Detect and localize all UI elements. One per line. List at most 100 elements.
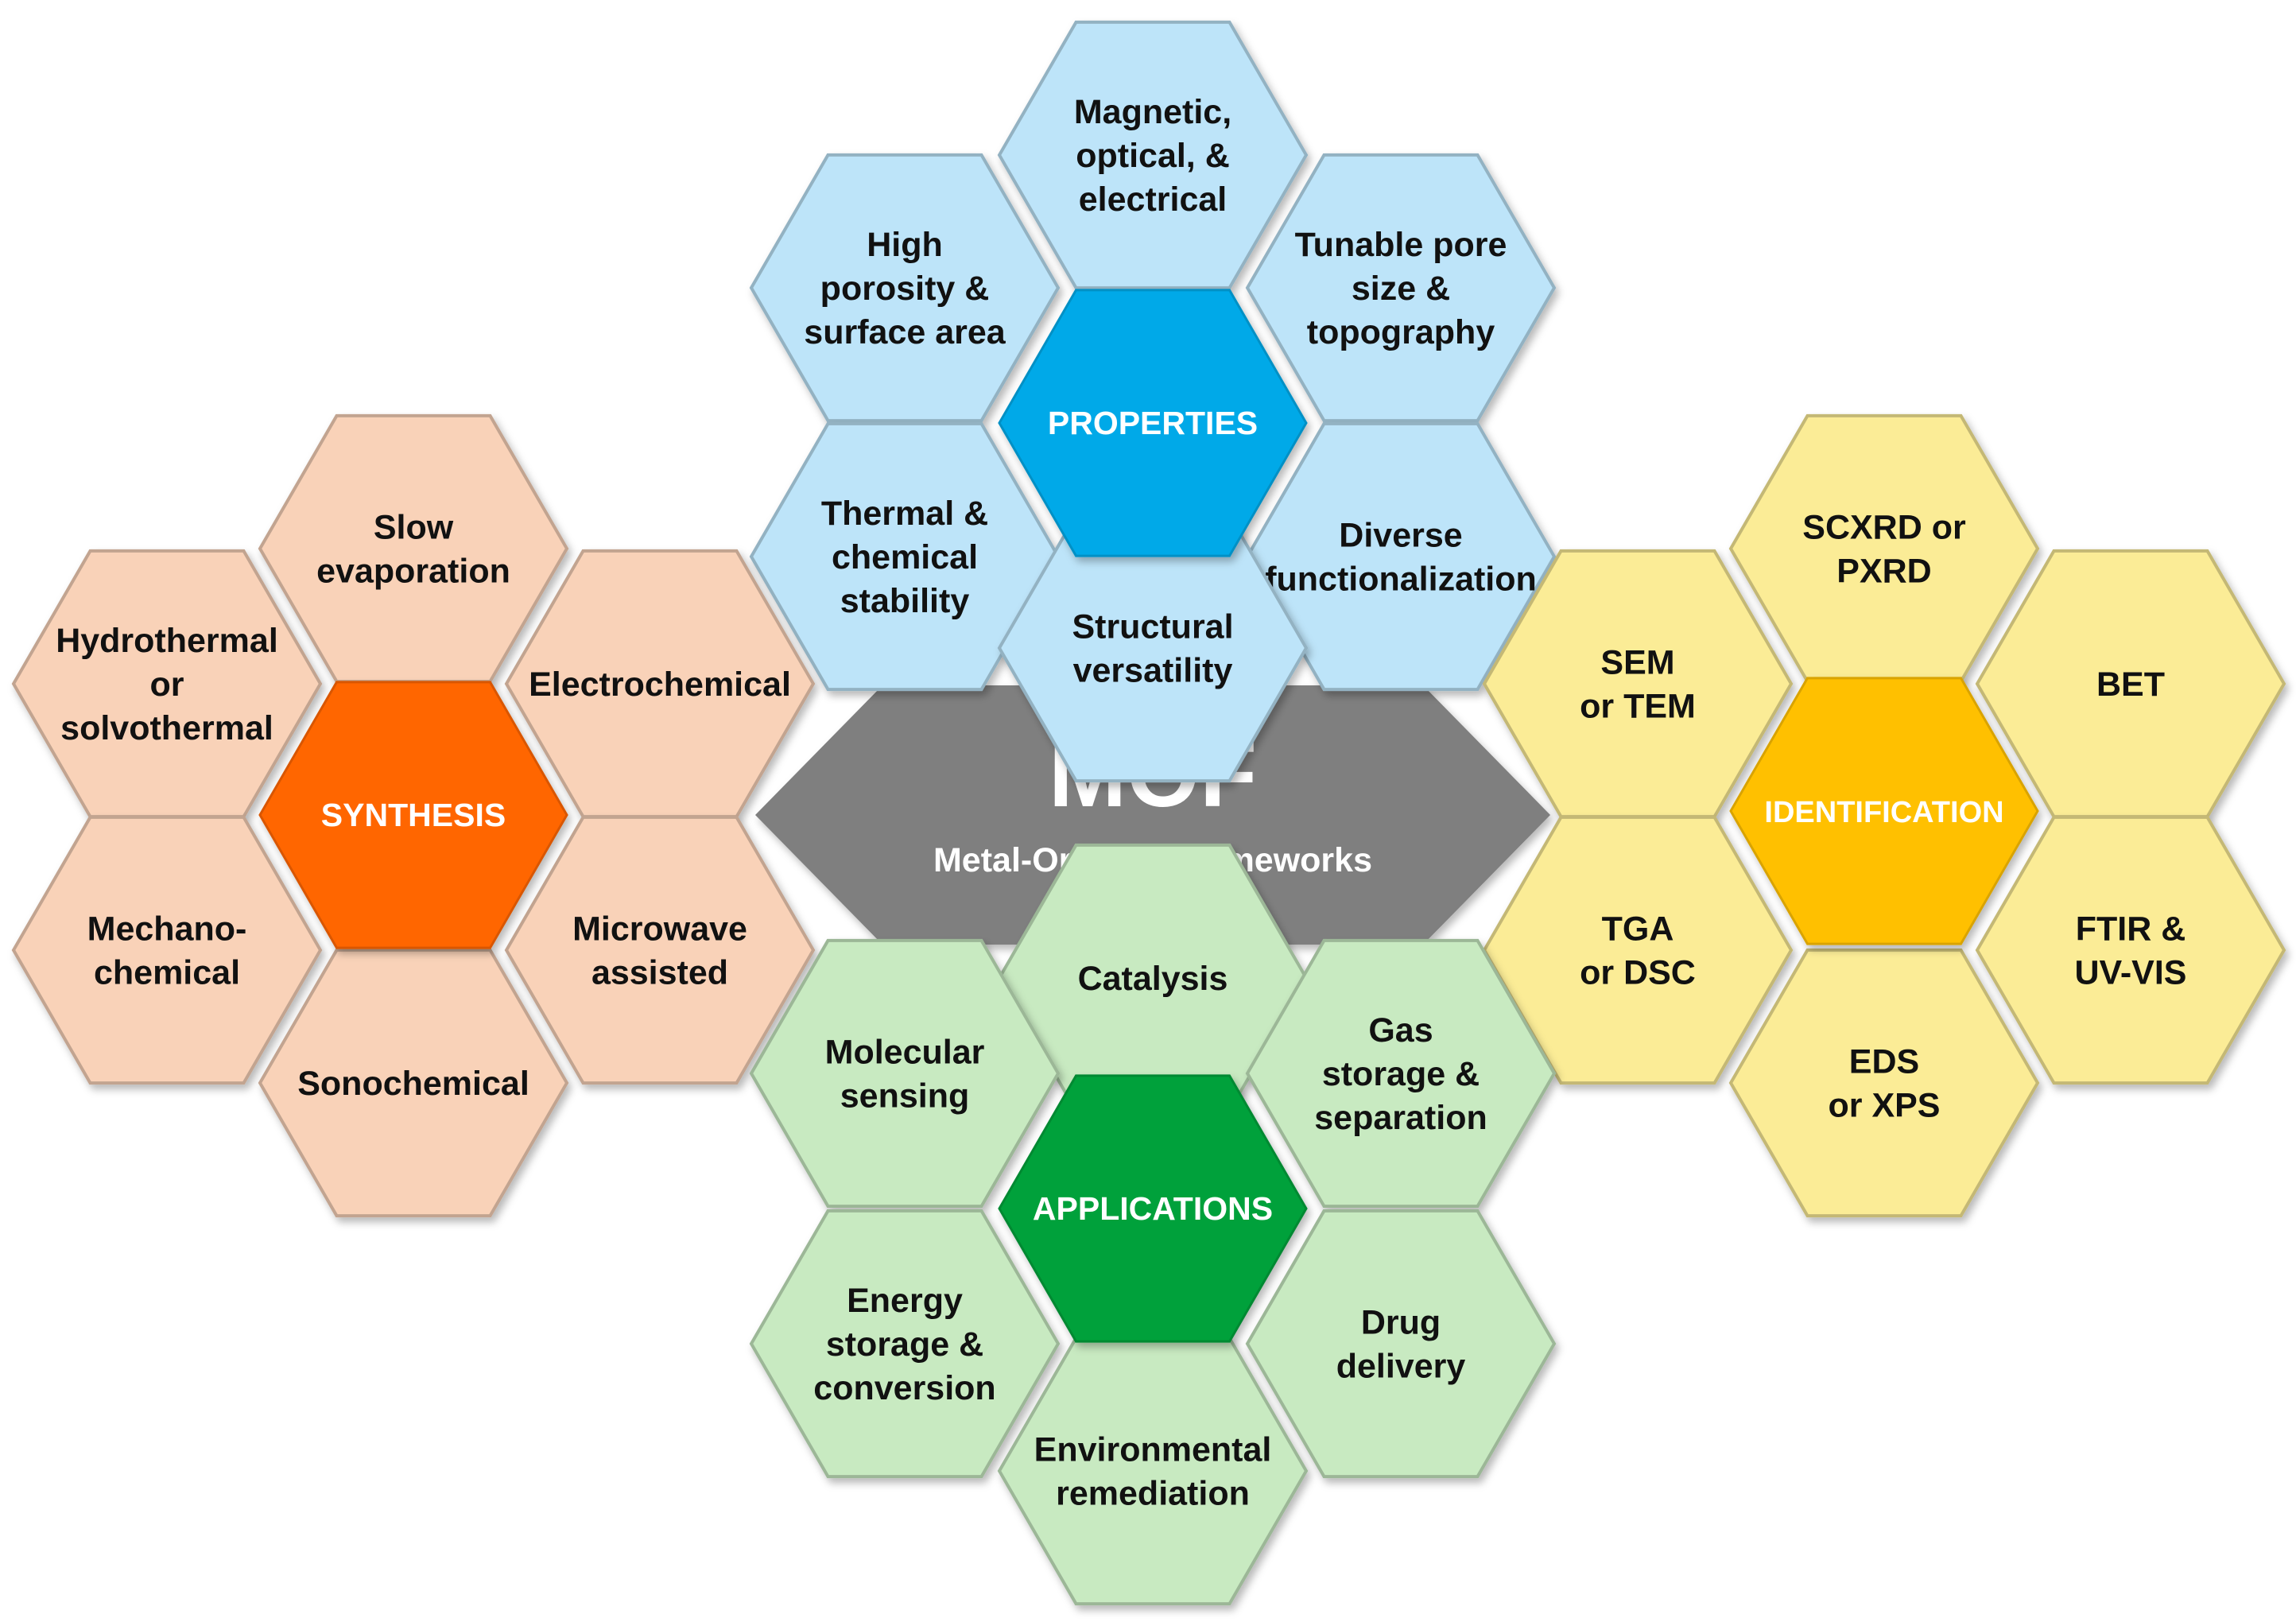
synthesis-cell-hexagon — [504, 815, 816, 1085]
synthesis-cell-hexagon — [11, 815, 323, 1085]
identification-cell-label-line: BET — [2096, 665, 2165, 704]
properties-cell-label-line: functionalization — [1265, 561, 1537, 599]
identification-cell-label-line: SEM — [1600, 644, 1674, 682]
synthesis-cell-label: Electrochemical — [529, 665, 791, 704]
properties-hub-hexagon — [998, 289, 1308, 557]
synthesis-cell-label-line: evaporation — [316, 553, 510, 591]
identification-cell-label: TGA or DSC — [1580, 910, 1696, 992]
properties-cell: Tunable pore size & topography — [1245, 153, 1557, 423]
properties-cell-hexagon — [997, 20, 1309, 290]
synthesis-cell: Sonochemical — [258, 948, 569, 1218]
applications-cell: Energy storage & conversion — [749, 1209, 1061, 1479]
synthesis-cell-label: Microwave assisted — [572, 910, 747, 992]
identification-cell-label-line: TGA — [1602, 910, 1674, 949]
properties-cell-label-line: High — [867, 226, 943, 264]
applications-cell-label-line: delivery — [1336, 1348, 1466, 1386]
identification-cell-hexagon — [1728, 413, 2040, 684]
applications-cell: Drug delivery — [1245, 1209, 1557, 1479]
synthesis-cell: Mechano-chemical — [11, 815, 323, 1085]
applications-cell-hexagon — [749, 938, 1061, 1209]
applications-cell-label-line: Energy — [847, 1282, 963, 1320]
properties-cell-label-line: Structural — [1072, 608, 1233, 646]
applications-cell-label-line: storage & — [826, 1325, 983, 1364]
synthesis-cell: Slow evaporation — [258, 413, 569, 684]
properties-cell-hexagon — [749, 153, 1061, 423]
synthesis-cell-label-line: chemical — [94, 954, 240, 992]
properties-cell-label-line: chemical — [832, 538, 978, 576]
applications-cell-label-line: Catalysis — [1078, 960, 1228, 998]
synthesis-cell: Electrochemical — [504, 549, 816, 819]
synthesis-cell-label-line: Electrochemical — [529, 665, 791, 704]
identification-cell: BET — [1975, 549, 2286, 819]
synthesis-cell-label-line: Slow — [374, 509, 454, 547]
applications-cell-label: Drug delivery — [1336, 1304, 1466, 1386]
properties-cell-label-line: surface area — [804, 313, 1006, 351]
applications-hub: APPLICATIONS — [998, 1074, 1308, 1343]
properties-cell-label: Thermal & chemical stability — [821, 495, 988, 620]
synthesis-cell-label: Mechano-chemical — [87, 910, 247, 992]
identification-cell-label-line: or XPS — [1829, 1087, 1941, 1125]
properties-cell-label: High porosity & surface area — [804, 226, 1006, 351]
properties-cell-label-line: Thermal & — [821, 495, 988, 533]
synthesis-cell-label-line: assisted — [591, 954, 728, 992]
synthesis-cell-label-line: Sonochemical — [297, 1065, 529, 1103]
applications-cell-label: Catalysis — [1078, 960, 1228, 998]
properties-cell-label: Tunable pore size & topography — [1295, 226, 1507, 351]
properties-hub: PROPERTIES — [998, 289, 1308, 557]
identification-cell-hexagon — [1728, 948, 2040, 1218]
synthesis-cell: Microwave assisted — [504, 815, 816, 1085]
synthesis-cell-hexagon — [258, 948, 569, 1218]
applications-cell-hexagon — [1245, 938, 1557, 1209]
properties-cell-label-line: porosity & — [820, 270, 990, 308]
applications-cell-label-line: Drug — [1361, 1304, 1441, 1342]
applications-cell: Catalysis — [997, 843, 1309, 1113]
applications-cell-label-line: separation — [1314, 1099, 1487, 1137]
synthesis-cell-hexagon — [258, 413, 569, 684]
properties-cell: Magnetic,optical, &electrical — [997, 20, 1309, 290]
synthesis-hub: SYNTHESIS — [258, 681, 568, 949]
identification-cell-label-line: or TEM — [1580, 688, 1696, 726]
identification-cell-label: FTIR & UV-VIS — [2075, 910, 2187, 992]
identification-cell-label-line: FTIR & — [2076, 910, 2186, 949]
applications-hub-hexagon — [998, 1074, 1308, 1343]
identification-cell-label: BET — [2096, 665, 2165, 704]
synthesis-hub-label: SYNTHESIS — [321, 797, 506, 833]
properties-cell-label-line: versatility — [1073, 652, 1233, 690]
identification-cell: SEM or TEM — [1482, 549, 1794, 819]
properties-cell-hexagon — [1245, 153, 1557, 423]
identification-hub-hexagon — [1729, 677, 2039, 945]
applications-cell-label-line: conversion — [813, 1369, 995, 1407]
identification-cell-label: SEM or TEM — [1580, 644, 1696, 726]
properties-cell-label-line: topography — [1307, 313, 1495, 351]
synthesis-cell-label-line: Microwave — [572, 910, 747, 949]
properties-cell-label-line: size & — [1352, 270, 1450, 308]
applications-cell-label: Energy storage & conversion — [813, 1282, 995, 1407]
properties-cell-label-line: electrical — [1079, 180, 1227, 219]
identification-cell-label-line: or DSC — [1580, 954, 1696, 992]
properties-cell: High porosity & surface area — [749, 153, 1061, 423]
synthesis-cell-label-line: or — [150, 665, 184, 704]
properties-cell-label-line: Tunable pore — [1295, 226, 1507, 264]
identification-cell-label-line: UV-VIS — [2075, 954, 2187, 992]
properties-cell-label-line: stability — [840, 582, 970, 620]
applications-cell-label-line: Environmental — [1034, 1431, 1272, 1469]
synthesis-hub-hexagon — [258, 681, 568, 949]
properties-cell-label: Magnetic,optical, &electrical — [1074, 93, 1231, 219]
applications-cell-label-line: sensing — [840, 1077, 970, 1116]
identification-cell: TGA or DSC — [1482, 815, 1794, 1085]
properties-hub-label: PROPERTIES — [1048, 405, 1258, 441]
